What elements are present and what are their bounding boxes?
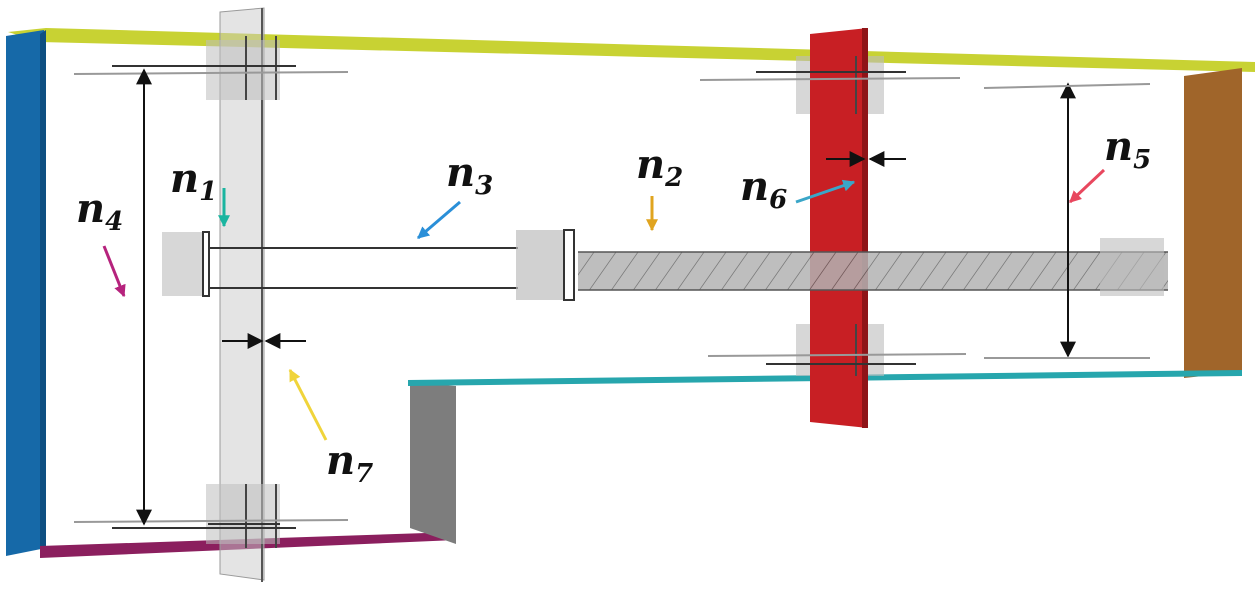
red-plate-side [862,28,868,428]
label-n4: n4 [76,185,123,237]
label-n5: n5 [1104,123,1151,175]
left-wall-highlight [40,30,46,552]
arrow-n7 [288,368,328,441]
arrow-n3 [417,200,461,240]
top-edge [8,28,1255,72]
left-wall [6,30,46,556]
arrow-n6 [795,179,856,204]
housing-frame [6,28,1255,558]
red-plate-body [810,28,868,428]
left-plate [73,7,349,582]
shaft-right-block [1100,238,1164,296]
label-n7: n7 [326,437,373,489]
left-plate-body [219,7,265,581]
arrow-n4 [102,245,126,298]
shaft-assembly [162,229,1168,301]
label-n1: n1 [170,155,217,207]
label-n6: n6 [740,163,787,215]
dimension-n5-top-rail [983,83,1151,89]
red-top-rail [699,77,961,81]
left-top-rail [73,71,349,75]
arrow-n5 [1068,168,1106,204]
shaft-left-block [162,232,206,296]
red-bottom-rail [707,353,967,357]
right-wall [1184,68,1242,378]
shaft-left-flange [202,231,210,297]
pointer-arrows [102,168,1106,441]
coupling-block [516,230,566,300]
left-bottom-bearing [206,484,280,544]
red-plate [699,28,967,428]
left-bottom-rail [73,519,349,523]
step-wall [410,383,456,544]
dimensions [136,68,1151,526]
screw-body [578,252,1168,290]
label-n2: n2 [636,141,683,193]
coupling-flange [563,229,575,301]
left-top-bearing [206,40,280,100]
label-n3: n3 [446,149,493,201]
variable-labels: n1 n2 n3 n4 n5 n6 n7 [76,123,1151,489]
